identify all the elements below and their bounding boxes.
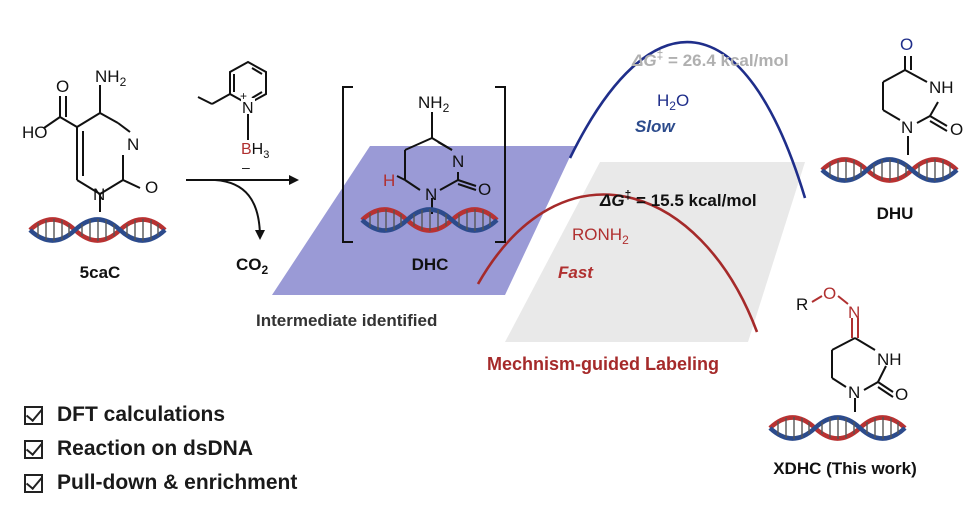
label-DHC: DHC xyxy=(412,255,449,274)
molecule-5caC xyxy=(43,85,141,212)
co2-label: CO2 xyxy=(236,255,269,277)
molecule-DHU xyxy=(882,56,948,155)
atom-n1-DHU: N xyxy=(901,118,913,137)
atom-o2-5caC: O xyxy=(145,178,158,197)
atom-h-DHC: H xyxy=(383,171,395,190)
caption-intermediate: Intermediate identified xyxy=(256,311,437,330)
atom-n3-DHC: N xyxy=(452,152,464,171)
speed-fast: Fast xyxy=(558,263,594,282)
reagent-picoline-borane xyxy=(197,60,267,140)
checklist-item: DFT calculations xyxy=(24,398,297,432)
atom-n1-5caC: N xyxy=(93,185,105,204)
atom-o2-DHC: O xyxy=(478,180,491,199)
molecule-DHC xyxy=(396,112,477,214)
reagent-plus-sign: + xyxy=(240,89,247,103)
reagent-slow: H2O xyxy=(657,91,689,113)
reagent-minus-sign: – xyxy=(242,159,250,175)
checklist-label: Reaction on dsDNA xyxy=(57,437,254,460)
checklist-label: DFT calculations xyxy=(57,403,226,426)
atom-nh2-DHC: NH2 xyxy=(418,93,450,115)
feature-checklist: DFT calculations Reaction on dsDNA Pull-… xyxy=(24,398,297,500)
atom-n3-5caC: N xyxy=(127,135,139,154)
label-XDHC: XDHC (This work) xyxy=(773,459,917,478)
checkbox-icon xyxy=(24,405,43,425)
slow-pathway-curve xyxy=(568,40,807,199)
dna-helix-DHU xyxy=(822,159,957,181)
molecule-XDHC xyxy=(811,295,894,412)
bracket-right xyxy=(495,86,506,243)
fast-pathway-curve xyxy=(476,193,759,333)
label-5caC: 5caC xyxy=(80,263,121,282)
atom-o4-DHU: O xyxy=(900,35,913,54)
bracket-left xyxy=(342,86,353,243)
barrier-fast: ΔG‡ = 15.5 kcal/mol xyxy=(599,188,757,210)
dna-helix-XDHC xyxy=(770,417,905,439)
co2-release-arrow xyxy=(214,179,265,240)
reagent-fast: RONH2 xyxy=(572,225,629,247)
checklist-item: Reaction on dsDNA xyxy=(24,432,297,466)
intermediate-panel xyxy=(272,146,575,295)
checklist-label: Pull-down & enrichment xyxy=(57,471,298,494)
dna-helix-5caC xyxy=(30,219,165,241)
atom-o-XDHC: O xyxy=(823,284,836,303)
labeling-panel xyxy=(505,162,805,342)
atom-nh2-5caC: NH2 xyxy=(95,67,127,89)
atom-ho-5caC: HO xyxy=(22,123,48,142)
atom-o2-DHU: O xyxy=(950,120,963,139)
atom-nh-DHU: NH xyxy=(929,78,954,97)
atom-nh-XDHC: NH xyxy=(877,350,902,369)
barrier-slow: ΔG‡ = 26.4 kcal/mol xyxy=(631,48,789,70)
atom-n-oxime-XDHC: N xyxy=(848,303,860,322)
checkbox-icon xyxy=(24,439,43,459)
checklist-item: Pull-down & enrichment xyxy=(24,466,297,500)
caption-labeling: Mechnism-guided Labeling xyxy=(487,354,719,374)
atom-n1-XDHC: N xyxy=(848,383,860,402)
atom-r-XDHC: R xyxy=(796,295,808,314)
atom-n1-DHC: N xyxy=(425,185,437,204)
reagent-n-plus: N xyxy=(242,100,254,117)
checkbox-icon xyxy=(24,473,43,493)
speed-slow: Slow xyxy=(635,117,676,136)
atom-o-top-5caC: O xyxy=(56,77,69,96)
atom-o2-XDHC: O xyxy=(895,385,908,404)
label-DHU: DHU xyxy=(877,204,914,223)
reagent-bh3: BH3 xyxy=(241,141,269,161)
